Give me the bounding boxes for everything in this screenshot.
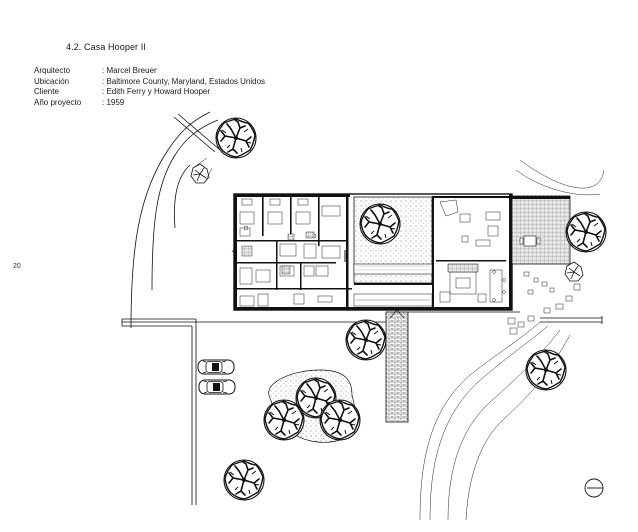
info-row-ano-proyecto: Año proyecto 1959 [34, 98, 265, 109]
tree-icon [525, 349, 567, 391]
tree-icon [564, 261, 584, 282]
car-icon [197, 359, 235, 375]
tree-icon [190, 163, 210, 184]
tree-icon [263, 399, 305, 441]
tree-icon [215, 117, 257, 159]
info-value: Baltimore County, Maryland, Estados Unid… [102, 77, 265, 88]
info-row-arquitecto: Arquitecto Marcel Breuer [34, 66, 265, 77]
page-number: 20 [13, 263, 21, 270]
north-arrow-icon [584, 478, 604, 498]
info-label: Año proyecto [34, 97, 82, 107]
tree-icon [345, 319, 387, 361]
info-label: Ubicación [34, 76, 70, 86]
tree-icon [565, 211, 607, 253]
document-title: 4.2. Casa Hooper II [66, 42, 146, 52]
project-info-table: Arquitecto Marcel Breuer Ubicación Balti… [34, 66, 265, 108]
info-label: Cliente [34, 87, 59, 96]
info-value: 1959 [102, 98, 124, 109]
info-value: Edith Ferry y Howard Hooper [102, 87, 210, 98]
info-label: Arquitecto [34, 66, 71, 75]
car-icon [198, 379, 236, 395]
info-row-cliente: Cliente Edith Ferry y Howard Hooper [34, 87, 265, 98]
tree-icon [359, 203, 401, 245]
tree-icon [223, 459, 265, 501]
info-row-ubicacion: Ubicación Baltimore County, Maryland, Es… [34, 77, 265, 88]
info-value: Marcel Breuer [102, 66, 156, 77]
tree-icon [319, 399, 361, 441]
